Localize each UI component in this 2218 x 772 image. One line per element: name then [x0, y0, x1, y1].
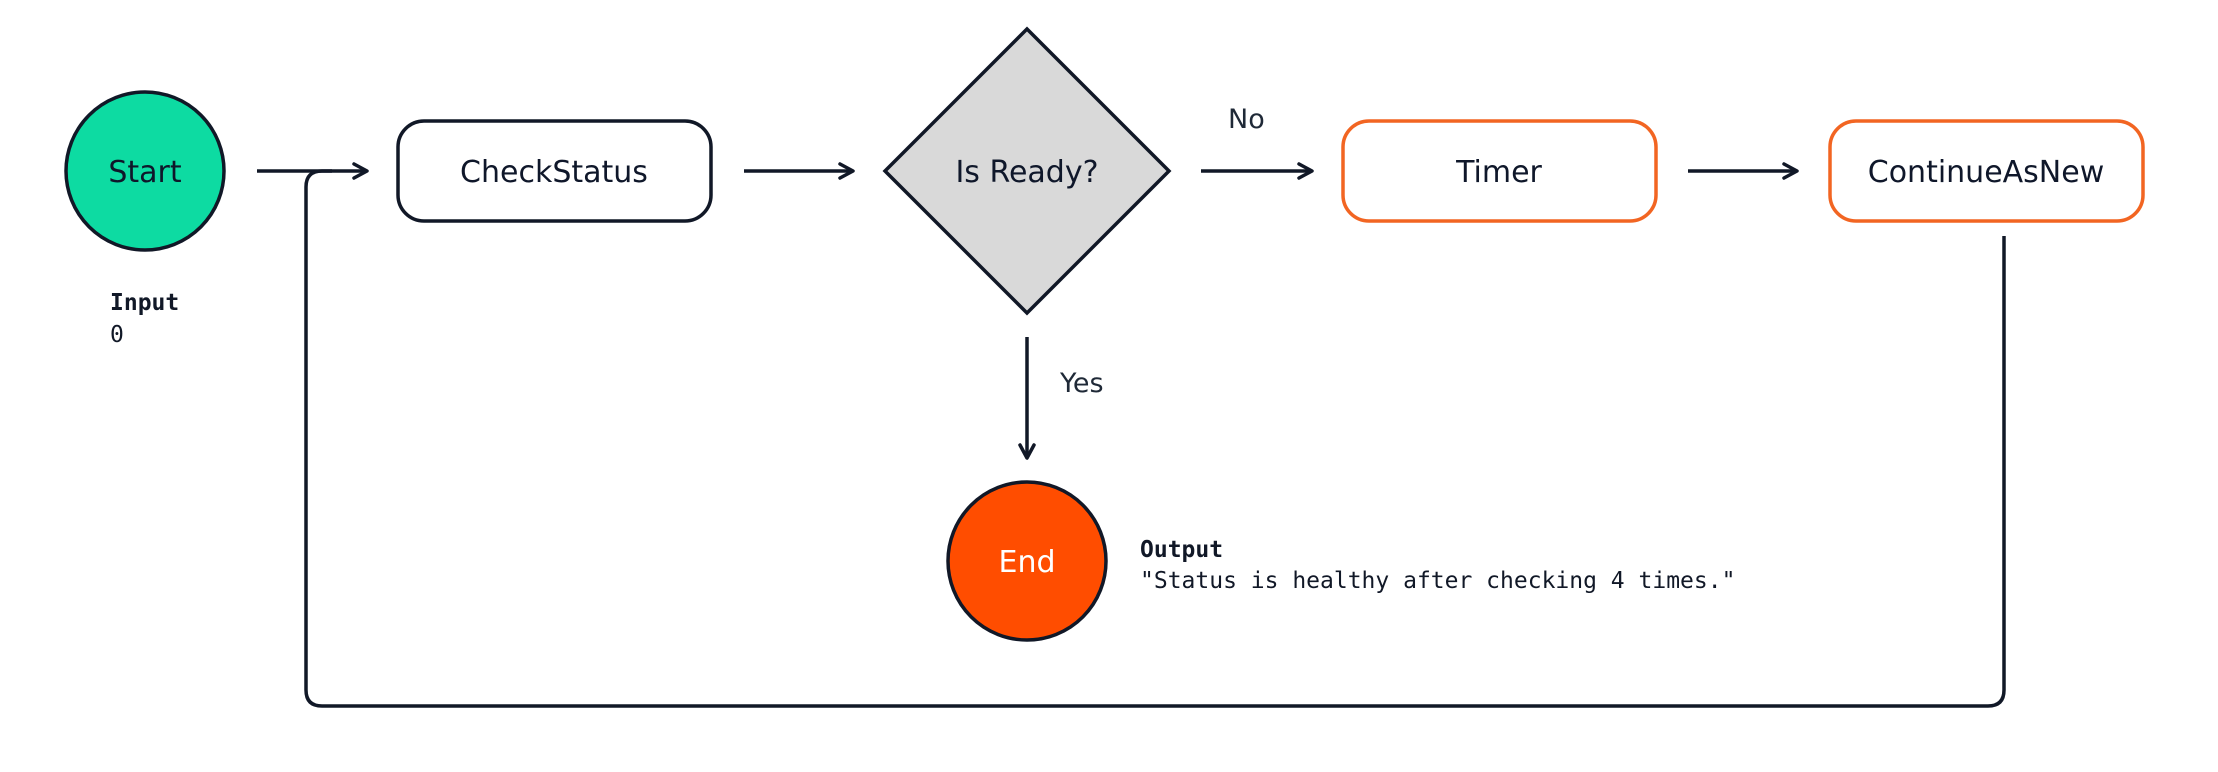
timer-node[interactable]: Timer [1341, 119, 1658, 223]
input-value: 0 [110, 322, 124, 348]
timer-box [1341, 119, 1658, 223]
input-title: Input [110, 290, 179, 316]
end-circle [946, 480, 1108, 642]
checkstatus-box [396, 119, 713, 223]
edge-no-label: No [1228, 104, 1265, 135]
end-node[interactable]: End [946, 480, 1108, 642]
isready-label: Is Ready? [955, 155, 1098, 190]
start-circle [64, 90, 226, 252]
continueasnew-label: ContinueAsNew [1868, 155, 2104, 190]
continueasnew-box [1828, 119, 2145, 223]
start-label: Start [108, 155, 182, 190]
isready-decision-node[interactable]: Is Ready? [882, 26, 1172, 316]
output-title: Output [1140, 537, 1223, 563]
start-node[interactable]: Start [64, 90, 226, 252]
end-label: End [998, 545, 1055, 580]
continueasnew-node[interactable]: ContinueAsNew [1828, 119, 2145, 223]
edge-continueasnew-loop-back [304, 169, 2006, 708]
checkstatus-label: CheckStatus [460, 155, 648, 190]
timer-label: Timer [1455, 155, 1542, 190]
isready-diamond [882, 26, 1172, 316]
checkstatus-node[interactable]: CheckStatus [396, 119, 713, 223]
output-value: "Status is healthy after checking 4 time… [1140, 568, 1735, 594]
edge-yes-label: Yes [1059, 368, 1104, 399]
